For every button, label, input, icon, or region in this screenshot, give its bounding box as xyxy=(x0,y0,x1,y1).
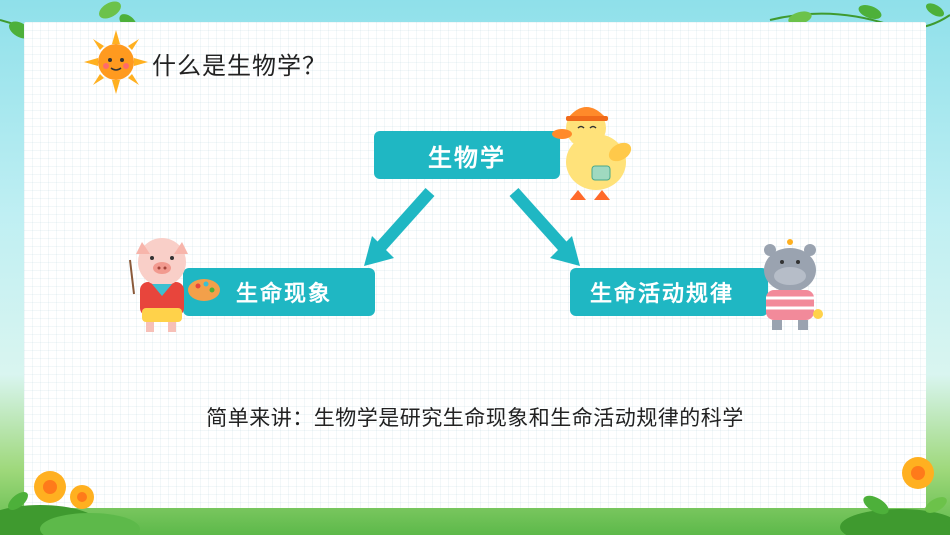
node-life-activity-laws: 生命活动规律 xyxy=(570,268,768,316)
summary-text: 简单来讲：生物学是研究生命现象和生命活动规律的科学 xyxy=(206,406,744,430)
arrow-to-left-icon xyxy=(364,187,435,266)
node-life-activity-laws-label: 生命活动规律 xyxy=(589,282,734,307)
sun-icon xyxy=(84,30,148,94)
hippo-character-icon xyxy=(764,239,823,330)
arrow-to-right-icon xyxy=(509,187,580,266)
flower-decoration-bottom-right xyxy=(840,457,950,535)
duck-character-icon xyxy=(552,107,632,200)
node-biology: 生物学 xyxy=(374,131,560,179)
pig-character-icon xyxy=(129,238,220,332)
node-life-phenomena-label: 生命现象 xyxy=(235,282,332,307)
flower-decoration-bottom-left xyxy=(0,471,140,535)
page-title: 什么是生物学？ xyxy=(152,52,327,80)
node-biology-label: 生物学 xyxy=(428,143,506,172)
